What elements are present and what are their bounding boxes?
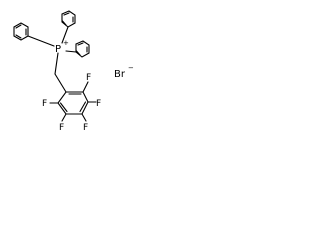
bond-p-phenyl-top: [61, 26, 69, 44]
phenyl-ring-top: [61, 10, 76, 28]
fluorine-label-right: F: [96, 99, 101, 109]
bond-ch2-ring: [54, 73, 67, 93]
fluorine-label-lower-left: F: [59, 123, 64, 133]
bromide-charge: −: [128, 64, 134, 72]
phosphorus-label: P: [55, 44, 61, 55]
molecule-canvas: P + F F F F F Br −: [13, 10, 134, 133]
fluorine-label-left: F: [42, 99, 47, 109]
phenyl-ring-left: [13, 22, 29, 41]
p-bonds: [27, 26, 77, 93]
pentafluorophenyl-ring: [57, 91, 89, 115]
phenyl-ring-right: [75, 40, 90, 58]
cf-bonds: [49, 81, 97, 122]
fluorine-label-upper-right: F: [86, 73, 91, 83]
fluorine-label-lower-right: F: [83, 123, 88, 133]
bond-cf-lower-left: [61, 113, 67, 122]
bond-cf-lower-right: [81, 113, 87, 122]
bond-p-ch2: [54, 52, 59, 75]
bond-cf-upper-right: [82, 81, 89, 93]
bond-p-phenyl-right: [65, 50, 77, 53]
bond-p-phenyl-left: [27, 35, 55, 47]
bromide-label: Br: [114, 69, 126, 80]
phosphorus-charge: +: [63, 39, 69, 47]
